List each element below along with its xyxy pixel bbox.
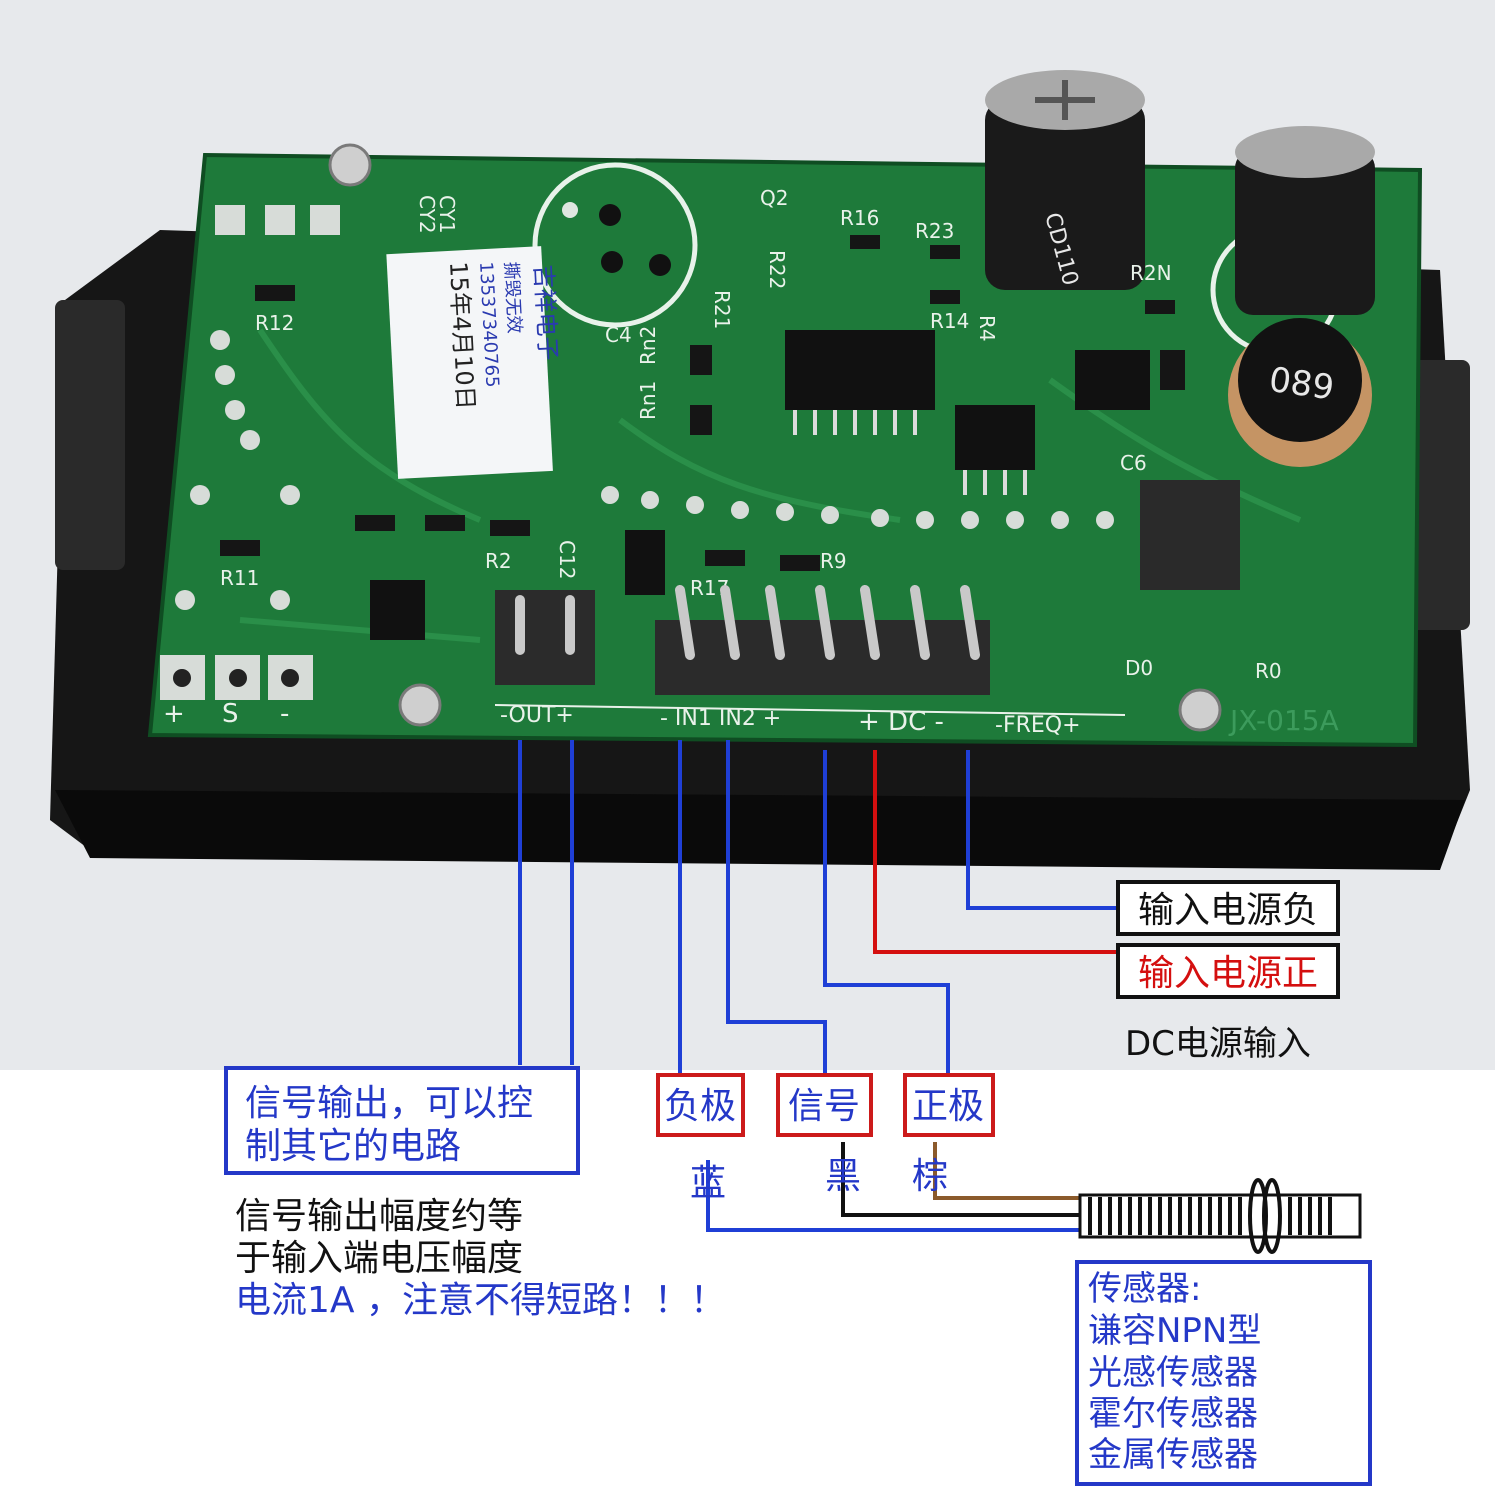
power-plus-label: +	[163, 699, 185, 729]
freq-header-label: -FREQ+	[995, 713, 1081, 738]
signal-callout: 信号	[776, 1073, 873, 1137]
positive-pole-callout: 正极	[903, 1073, 995, 1137]
output-note-line: 信号输出幅度约等	[235, 1196, 523, 1237]
component-label: R12	[255, 311, 294, 335]
sensor-info-line: 谦容NPN型	[1088, 1311, 1261, 1351]
signal-output-callout: 信号输出，可以控 制其它的电路	[224, 1066, 580, 1175]
negative-pole-label: 负极	[664, 1086, 736, 1127]
negative-pole-callout: 负极	[656, 1073, 745, 1137]
dc-positive-label: 输入电源正	[1138, 953, 1318, 994]
ic-chip	[785, 330, 935, 410]
in-header-label: - IN1 IN2 +	[660, 706, 781, 731]
component-label: Q2	[760, 186, 788, 210]
dc-header-label: + DC -	[858, 707, 944, 737]
screw-icon	[328, 143, 372, 187]
sensor-info-line: 光感传感器	[1088, 1353, 1258, 1393]
ic-chip	[1075, 350, 1150, 410]
component-label: Rn2	[636, 326, 660, 365]
output-box-line: 制其它的电路	[245, 1126, 461, 1167]
dc-negative-callout: 输入电源负	[1116, 880, 1340, 936]
sensor-probe-icon	[1078, 1178, 1362, 1254]
component-label: R16	[840, 206, 879, 230]
component-label: CY1	[435, 195, 459, 234]
sticker-line: 吉祥电子	[529, 264, 562, 361]
ic-chip	[955, 405, 1035, 470]
dc-negative-label: 输入电源负	[1138, 890, 1318, 931]
inductor-label: 089	[1267, 360, 1337, 409]
component-label: R21	[710, 290, 734, 329]
positive-pole-label: 正极	[912, 1086, 984, 1127]
component-label: R14	[930, 309, 969, 333]
dc-positive-callout: 输入电源正	[1116, 943, 1340, 999]
model-label: JX-015A	[1228, 704, 1339, 737]
dc-input-label: DC电源输入	[1125, 1024, 1311, 1064]
component-label: R0	[1255, 659, 1282, 683]
output-note-line: 于输入端电压幅度	[235, 1238, 523, 1279]
wires	[518, 740, 1118, 1232]
signal-label: 信号	[788, 1086, 860, 1127]
wire-black-label: 黑	[825, 1156, 861, 1197]
electrolytic-capacitor	[1235, 126, 1375, 315]
sensor-info-line: 传感器:	[1088, 1269, 1201, 1309]
power-s-label: S	[222, 699, 239, 729]
output-box-line: 信号输出，可以控	[245, 1083, 533, 1124]
screw-icon	[398, 683, 442, 727]
sensor-info-line: 金属传感器	[1088, 1435, 1258, 1475]
sensor-info-line: 霍尔传感器	[1088, 1394, 1258, 1434]
electrolytic-capacitor	[985, 70, 1145, 290]
ic-chip	[1140, 480, 1240, 590]
component-label: C6	[1120, 451, 1147, 475]
inductor: 089	[1228, 318, 1372, 467]
component-label: R4	[975, 315, 999, 342]
warranty-sticker: 吉祥电子 撕毁无效 13537340765 15年4月10日	[386, 246, 562, 479]
component-label: R22	[765, 250, 789, 289]
power-minus-label: -	[280, 699, 289, 729]
sticker-line: 撕毁无效	[500, 261, 525, 334]
component-label: R23	[915, 219, 954, 243]
wire-blue-label: 蓝	[690, 1163, 726, 1204]
component-label: D0	[1125, 656, 1153, 680]
component-label: R2	[485, 549, 512, 573]
sensor-info-box: 传感器: 谦容NPN型 光感传感器 霍尔传感器 金属传感器	[1075, 1260, 1372, 1486]
component-label: R9	[820, 549, 847, 573]
pcb-board: 089 CD110 吉祥电子 撕毁无效 13537340765 15年4月10日…	[147, 70, 1423, 748]
component-label: R11	[220, 566, 259, 590]
component-label: Rn1	[636, 381, 660, 420]
screw-icon	[1178, 688, 1222, 732]
component-label: R2N	[1130, 261, 1172, 285]
component-label: CY2	[415, 195, 439, 234]
out-header-label: -OUT+	[500, 703, 574, 728]
component-label: C4	[605, 323, 632, 347]
component-label: C12	[555, 540, 579, 579]
terminal-headers: -OUT+ - IN1 IN2 + + DC - -FREQ+	[494, 585, 1126, 738]
wire-brown-label: 棕	[912, 1156, 948, 1197]
output-warning: 电流1A ，注意不得短路！！！	[235, 1280, 726, 1321]
